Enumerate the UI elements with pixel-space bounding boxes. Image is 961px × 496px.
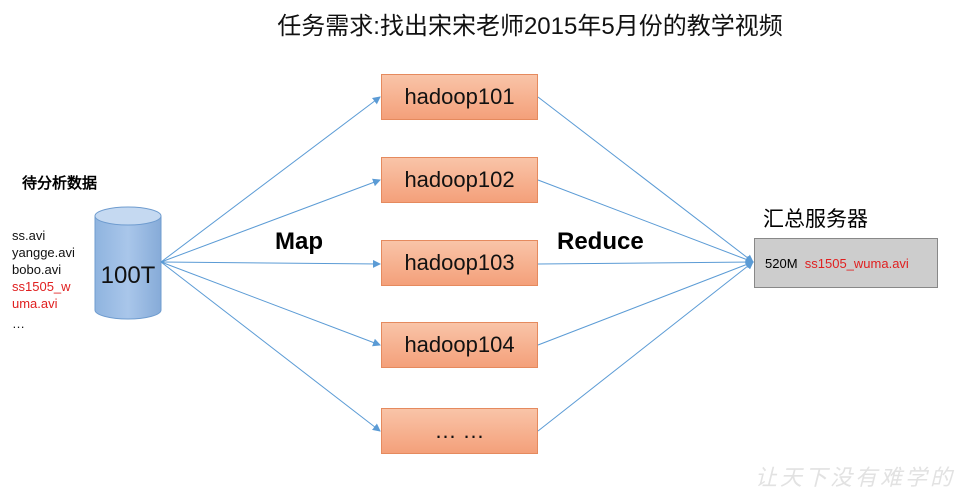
node-hadoop104: hadoop104 <box>381 322 538 368</box>
watermark: 让天下没有难学的 <box>754 466 955 491</box>
reduce-arrow <box>537 260 754 346</box>
node-hadoop102: hadoop102 <box>381 157 538 203</box>
node-more: … … <box>381 408 538 454</box>
map-arrow <box>160 261 381 347</box>
map-arrow <box>160 259 381 268</box>
source-label: 待分析数据 <box>22 175 98 192</box>
file-item-highlight: uma.avi <box>12 296 58 311</box>
file-item-more: … <box>12 316 25 331</box>
reduce-arrow <box>537 258 754 267</box>
storage-size: 100T <box>100 262 156 289</box>
result-size: 520M <box>765 255 798 271</box>
file-item: bobo.avi <box>12 262 62 277</box>
reduce-arrow <box>537 96 754 263</box>
map-arrow <box>160 261 381 432</box>
cylinder-icon <box>94 206 162 320</box>
map-arrow <box>160 96 381 263</box>
map-arrow <box>160 178 381 263</box>
node-hadoop103: hadoop103 <box>381 240 538 286</box>
reduce-arrow <box>537 261 754 432</box>
reduce-label: Reduce <box>557 228 644 255</box>
result-file: ss1505_wuma.avi <box>804 255 909 271</box>
file-item: yangge.avi <box>12 245 75 260</box>
file-item: ss.avi <box>12 228 46 243</box>
file-item-highlight: ss1505_w <box>12 279 71 294</box>
map-label: Map <box>275 228 323 255</box>
server-box: 520M ss1505_wuma.avi <box>754 238 938 288</box>
node-hadoop101: hadoop101 <box>381 74 538 120</box>
server-label: 汇总服务器 <box>763 208 868 231</box>
reduce-arrow <box>537 179 754 264</box>
page-title: 任务需求:找出宋宋老师2015年5月份的教学视频 <box>277 13 783 40</box>
